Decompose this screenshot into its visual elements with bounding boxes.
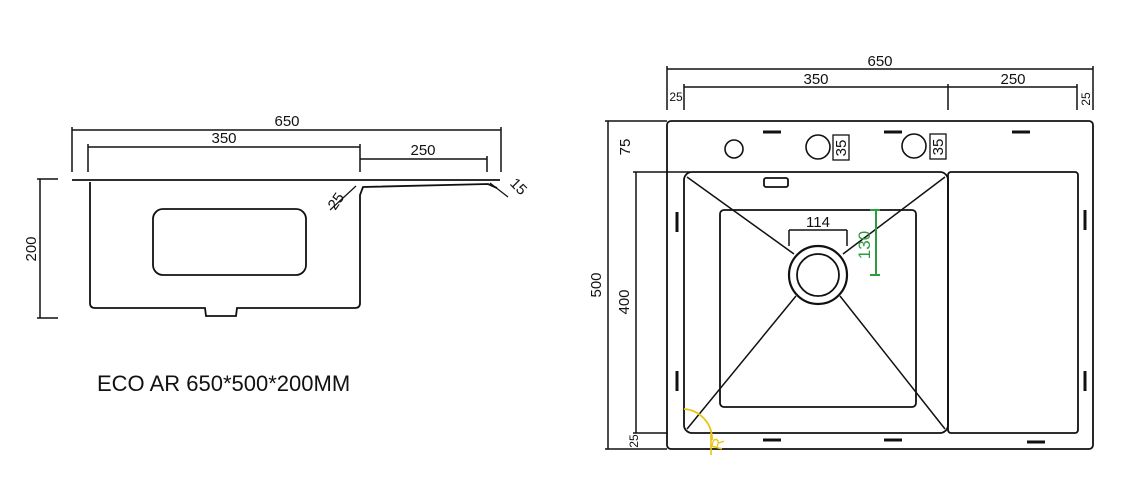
corner-radius-label: R: [709, 436, 728, 452]
top-width-label: 650: [867, 53, 892, 70]
tap-hole-1-label: 35: [833, 140, 850, 157]
tap-hole-2-label: 35: [930, 139, 947, 156]
corner-radius-callout: R: [683, 408, 728, 455]
product-title: ECO AR 650*500*200MM: [97, 371, 350, 396]
side-view: 650 350 250 200 25 15: [23, 113, 530, 319]
drain-offset-label: 130: [855, 231, 874, 259]
bowl-slope-lines: [686, 176, 946, 430]
drainboard-outline: [947, 171, 1079, 434]
bowl-outer-outline: [683, 171, 949, 434]
top-right-margin-label: 25: [1079, 92, 1093, 106]
top-bowl-label: 350: [803, 71, 828, 88]
top-depth-label: 500: [588, 272, 605, 297]
side-width-dimension: 650: [71, 113, 502, 172]
drain-inner-circle: [796, 253, 840, 297]
top-drainboard-label: 250: [1000, 71, 1025, 88]
drain-outer-circle: [787, 244, 849, 306]
top-back-margin-label: 75: [617, 139, 634, 156]
top-left-margin-label: 25: [669, 90, 683, 104]
tap-hole-small: [724, 139, 744, 159]
side-drainboard-label: 250: [410, 142, 435, 159]
top-bowl-dimension: 350: [683, 71, 949, 110]
tap-hole-2: [901, 133, 927, 159]
side-width-label: 650: [274, 113, 299, 130]
sink-outer-outline: [666, 120, 1094, 450]
bowl-inner-outline: [719, 209, 917, 408]
drain-width-dimension: 114: [788, 214, 848, 246]
side-bowl-dimension: 350: [87, 130, 361, 172]
top-depth-dimension: 500: [588, 120, 667, 450]
drain-width-label: 114: [806, 214, 830, 231]
top-drainboard-dimension: 250: [948, 71, 1078, 110]
mounting-clips: [675, 130, 1087, 444]
side-height-dimension: 200: [23, 178, 58, 319]
top-width-dimension: 650: [666, 53, 1094, 110]
side-sink-outline: [72, 179, 500, 317]
side-bowl-opening: [152, 208, 307, 276]
side-left-angle-label: 25: [325, 190, 348, 213]
top-view: 650 350 250 25 25 500 400 75 25: [588, 53, 1094, 455]
side-height-label: 200: [23, 236, 40, 261]
drain-offset-dimension: 130: [855, 209, 880, 276]
side-bowl-label: 350: [211, 130, 236, 147]
top-inner-depth-dimension: 400: [616, 171, 690, 434]
top-inner-depth-label: 400: [616, 289, 633, 314]
side-right-angle-label: 15: [506, 175, 530, 199]
top-front-margin-label: 25: [627, 434, 641, 448]
side-drainboard-dimension: 250: [360, 142, 488, 172]
tap-hole-1: [805, 134, 831, 160]
overflow-slot: [763, 177, 789, 188]
